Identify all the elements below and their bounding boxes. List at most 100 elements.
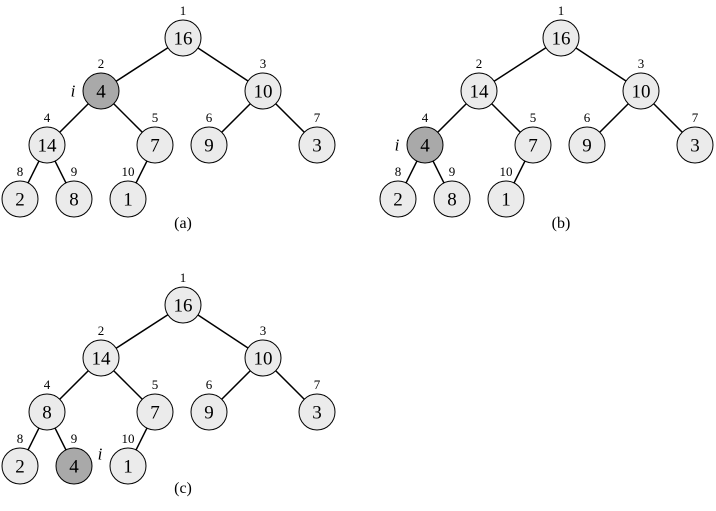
heap-node: 28 (1, 164, 39, 218)
heap-node: 37 (298, 110, 336, 164)
node-index: 10 (122, 431, 135, 446)
heap-node: 16 1 (164, 3, 202, 57)
node-circle (82, 339, 120, 377)
highlighted-node-circle (82, 72, 120, 110)
node-value: 1 (123, 190, 133, 211)
tree-edge (27, 427, 40, 451)
node-index: 5 (530, 110, 537, 125)
node-circle (164, 286, 202, 324)
node-circle (55, 180, 93, 218)
panel-caption: (c) (174, 480, 192, 497)
tree-edge (432, 160, 445, 184)
node-circle (542, 19, 580, 57)
node-circle (1, 447, 39, 485)
node-circle (487, 180, 525, 218)
tree-edge (59, 103, 89, 133)
node-value: 3 (312, 136, 322, 157)
node-value: 3 (312, 403, 322, 424)
node-value: 2 (393, 190, 403, 211)
node-circle (244, 72, 282, 110)
node-index: 9 (449, 164, 456, 179)
node-index: 3 (260, 323, 267, 338)
node-value: 8 (69, 190, 79, 211)
tree-edge (653, 103, 683, 133)
pointer-label-i: i (71, 82, 76, 101)
heap-node: 28 (1, 431, 39, 485)
tree-edge (197, 47, 249, 82)
heap-node: 42i (71, 56, 120, 110)
tree-edge (599, 103, 629, 133)
tree-edge (27, 160, 40, 184)
tree-edge (437, 103, 467, 133)
heap-node: 103 (244, 56, 282, 110)
heap-node: 110 (109, 431, 147, 485)
node-circle (190, 393, 228, 431)
node-value: 8 (447, 190, 457, 211)
tree-edge (405, 160, 418, 184)
heap-node: 10 3 (622, 56, 660, 110)
node-circle (460, 72, 498, 110)
heap-node: 144 (28, 110, 66, 164)
node-value: 7 (150, 136, 160, 157)
node-index: 3 (638, 56, 645, 71)
node-index: 4 (422, 110, 429, 125)
node-index: 9 (71, 431, 78, 446)
tree-edge (275, 370, 305, 400)
heap-node: 1 10 (109, 164, 147, 218)
node-value: 14 (38, 136, 58, 157)
tree-edge (221, 103, 251, 133)
node-value: 16 (174, 29, 193, 50)
node-circle (514, 126, 552, 164)
node-index: 2 (98, 56, 105, 71)
node-value: 10 (254, 349, 273, 370)
tree-edge (491, 103, 521, 133)
tree-edge (54, 160, 67, 184)
node-index: 1 (180, 3, 187, 18)
tree-edge (59, 370, 89, 400)
node-value: 10 (632, 82, 651, 103)
node-value: 8 (42, 403, 52, 424)
node-index: 2 (476, 56, 483, 71)
heap-node: 75 (136, 110, 174, 164)
node-circle (298, 126, 336, 164)
node-index: 4 (44, 377, 51, 392)
node-value: 2 (15, 190, 25, 211)
node-value: 4 (420, 136, 430, 157)
pointer-label-i: i (98, 445, 103, 464)
heap-node: 110 (487, 164, 525, 218)
tree-edge (115, 314, 169, 349)
node-value: 16 (552, 29, 571, 50)
node-circle (676, 126, 714, 164)
node-circle (28, 126, 66, 164)
node-circle (1, 180, 39, 218)
node-index: 6 (206, 110, 213, 125)
tree-edge (275, 103, 305, 133)
node-circle (109, 180, 147, 218)
highlighted-node-circle (406, 126, 444, 164)
node-value: 9 (204, 403, 214, 424)
node-circle (379, 180, 417, 218)
heap-node: 37 (676, 110, 714, 164)
node-value: 4 (69, 457, 79, 478)
heap-node: 161 (164, 270, 202, 324)
tree-edge (513, 160, 526, 184)
heap-node: 89 (55, 164, 93, 218)
node-index: 7 (314, 110, 321, 125)
node-index: 7 (692, 110, 699, 125)
highlighted-node-circle (55, 447, 93, 485)
tree-edge (197, 314, 249, 349)
node-index: 10 (500, 164, 513, 179)
heap-node: 75 (136, 377, 174, 431)
node-index: 8 (395, 164, 402, 179)
node-circle (136, 393, 174, 431)
tree-edge (113, 370, 143, 400)
node-value: 9 (204, 136, 214, 157)
node-index: 10 (122, 164, 135, 179)
heap-node: 28 (379, 164, 417, 218)
node-circle (190, 126, 228, 164)
node-value: 14 (470, 82, 490, 103)
